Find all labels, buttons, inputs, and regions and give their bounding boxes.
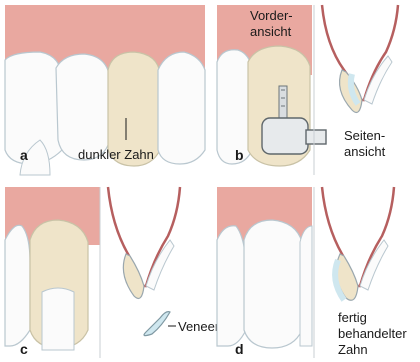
panel-d: d fertig behandelter Zahn xyxy=(217,187,407,358)
side-view-tooth xyxy=(108,187,180,298)
veneer-shell xyxy=(144,312,170,336)
front-view-label-2: ansicht xyxy=(250,24,292,39)
finished-label-1: fertig xyxy=(338,310,367,325)
panel-letter-b: b xyxy=(235,147,244,163)
finished-label-2: behandelter xyxy=(338,326,407,341)
panel-letter-a: a xyxy=(20,147,28,163)
side-view-label-2: ansicht xyxy=(344,144,386,159)
side-view-label-1: Seiten- xyxy=(344,128,385,143)
tooth xyxy=(5,225,30,346)
restored-tooth xyxy=(244,220,302,348)
panel-b: Vorder- ansicht b Seiten- ansicht xyxy=(217,5,398,175)
caption-dunkler-zahn: dunkler Zahn xyxy=(78,147,154,162)
side-view-tooth xyxy=(322,5,398,112)
veneer-label: Veneer xyxy=(178,319,220,334)
panel-letter-d: d xyxy=(235,341,244,357)
panel-c: c Veneer xyxy=(5,187,220,358)
lower-tooth xyxy=(42,288,74,350)
tooth xyxy=(158,52,205,164)
finished-label-3: Zahn xyxy=(338,342,368,357)
front-view-label-1: Vorder- xyxy=(250,8,293,23)
panel-a: a dunkler Zahn xyxy=(5,5,205,175)
panel-letter-c: c xyxy=(20,341,28,357)
tooth xyxy=(56,54,110,160)
tooth xyxy=(217,226,246,346)
side-view-tooth xyxy=(322,187,394,300)
tooth xyxy=(300,226,312,346)
